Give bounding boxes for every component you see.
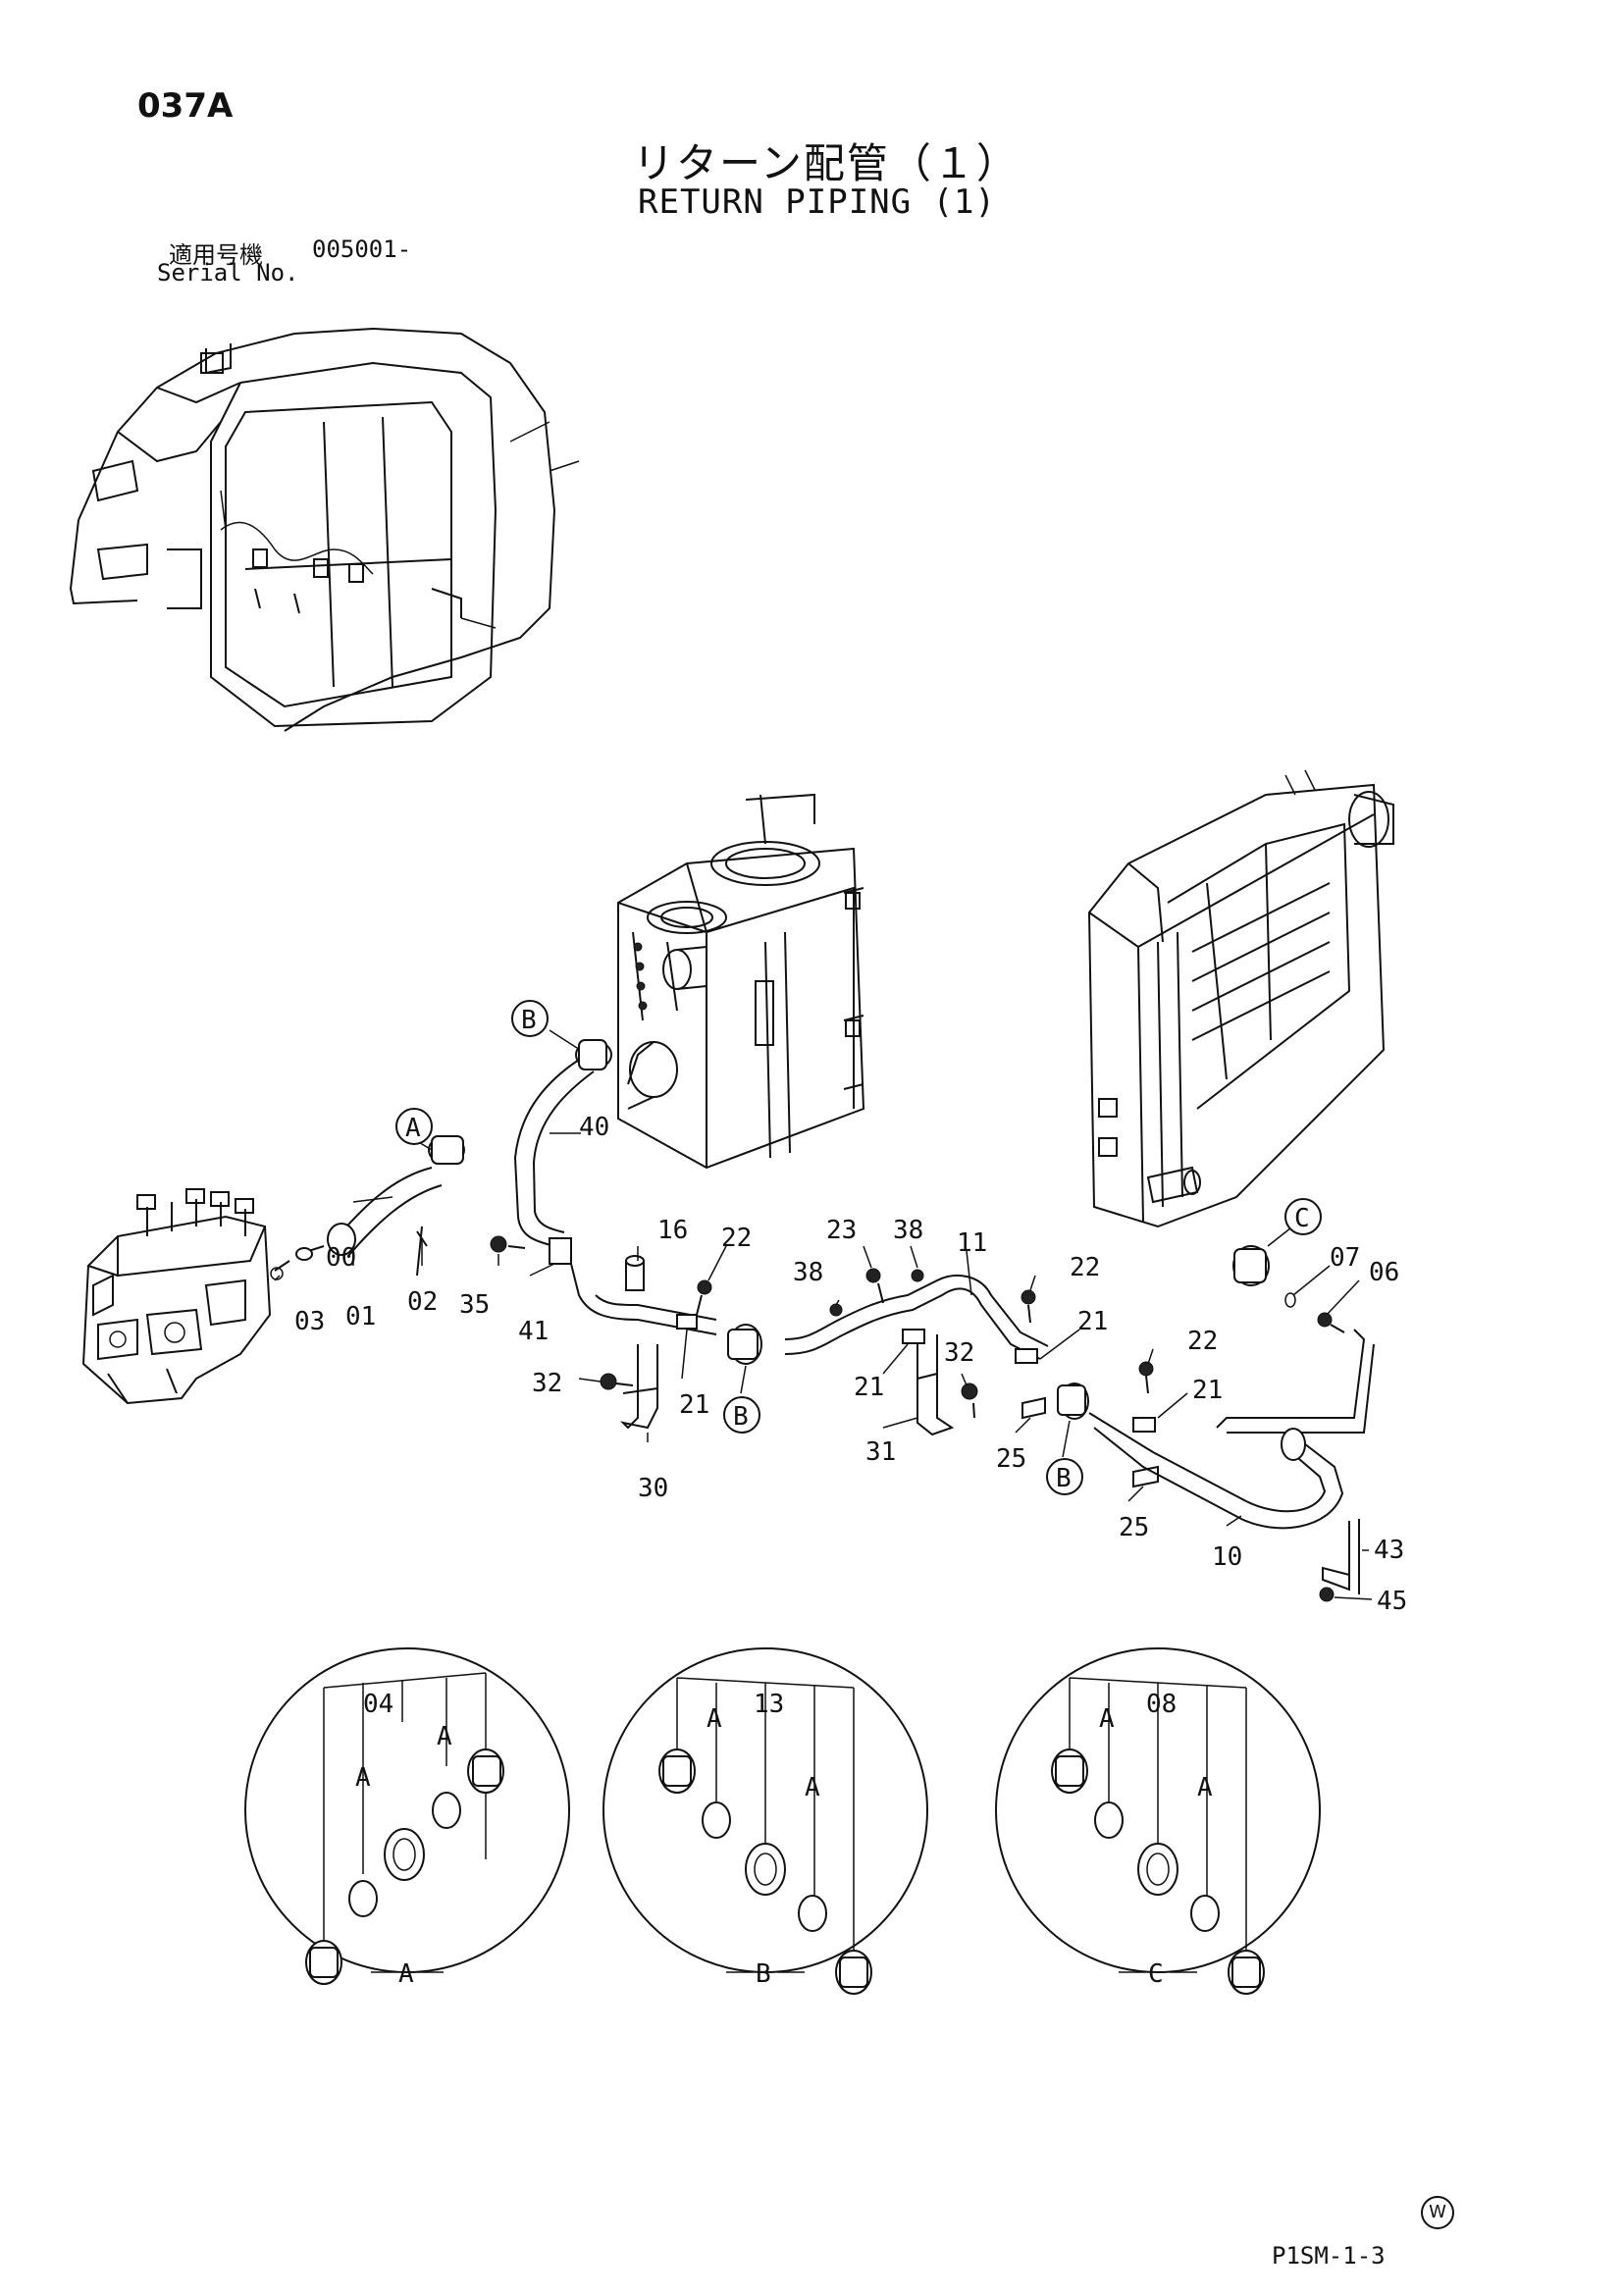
footer-code: P1SM-1-3 bbox=[1272, 2242, 1386, 2270]
page-code: 037A bbox=[137, 86, 234, 126]
detail-view-c: 08 A A C bbox=[995, 1647, 1321, 1995]
circle-references: A B B B C bbox=[395, 1000, 1322, 1495]
serial-label: Serial No. bbox=[157, 259, 299, 287]
leader-lines bbox=[274, 1029, 1373, 1600]
callout-06: 06 bbox=[1369, 1258, 1399, 1287]
callout-02: 02 bbox=[407, 1287, 438, 1317]
detail-a-sub-right: A bbox=[437, 1722, 452, 1751]
detail-a-label: A bbox=[398, 1959, 414, 1989]
detail-c-sub-left: A bbox=[1099, 1704, 1115, 1734]
detail-view-b: 13 A A B bbox=[602, 1647, 928, 1995]
callout-25-a: 25 bbox=[996, 1444, 1026, 1474]
callout-03: 03 bbox=[294, 1307, 325, 1336]
detail-c-label: C bbox=[1148, 1959, 1164, 1989]
detail-b-sub-right: A bbox=[805, 1773, 820, 1802]
callout-43: 43 bbox=[1374, 1536, 1404, 1565]
circle-ref-b-center: B bbox=[733, 1402, 749, 1432]
callout-21-c: 21 bbox=[1077, 1307, 1108, 1336]
circle-ref-b-top: B bbox=[521, 1006, 537, 1035]
callout-32-b: 32 bbox=[944, 1338, 974, 1368]
detail-view-a: 04 A A A bbox=[244, 1647, 570, 1989]
page-title: RETURN PIPING (1) bbox=[638, 183, 996, 222]
callout-40: 40 bbox=[579, 1113, 609, 1142]
control-valve-illustration bbox=[81, 1188, 272, 1405]
callout-38-b: 38 bbox=[893, 1216, 923, 1245]
circle-ref-b-right: B bbox=[1056, 1464, 1072, 1493]
detail-b-kit-number: 13 bbox=[754, 1690, 784, 1719]
callout-32-a: 32 bbox=[532, 1369, 562, 1398]
callout-41: 41 bbox=[518, 1317, 549, 1346]
callout-21-a: 21 bbox=[679, 1390, 709, 1420]
callout-31: 31 bbox=[865, 1437, 896, 1467]
oil-cooler-illustration bbox=[1087, 769, 1394, 1228]
detail-b-sub-left: A bbox=[707, 1704, 722, 1734]
callout-23: 23 bbox=[826, 1216, 857, 1245]
callout-22-a: 22 bbox=[721, 1224, 752, 1253]
serial-label-japanese: 適用号機 bbox=[169, 241, 263, 269]
callout-01: 01 bbox=[345, 1302, 376, 1331]
callout-25-b: 25 bbox=[1119, 1513, 1149, 1542]
machine-overview-illustration bbox=[69, 327, 580, 732]
callout-00: 00 bbox=[326, 1243, 356, 1273]
callout-21-b: 21 bbox=[854, 1373, 884, 1402]
circle-ref-a: A bbox=[405, 1114, 421, 1143]
return-pipe-assembly bbox=[270, 1039, 1375, 1602]
page-title-japanese: リターン配管（１） bbox=[633, 139, 1020, 187]
circle-ref-c: C bbox=[1294, 1204, 1310, 1233]
callout-labels: 00 01 02 03 35 41 40 16 22 23 38 38 11 3… bbox=[294, 1113, 1407, 1616]
w-mark-icon: W bbox=[1421, 2196, 1454, 2229]
detail-c-sub-right: A bbox=[1197, 1773, 1213, 1802]
callout-22-c: 22 bbox=[1187, 1327, 1218, 1356]
callout-22-b: 22 bbox=[1070, 1253, 1100, 1282]
detail-c-kit-number: 08 bbox=[1146, 1690, 1177, 1719]
detail-b-label: B bbox=[756, 1959, 771, 1989]
callout-11: 11 bbox=[957, 1228, 987, 1258]
detail-a-sub-left: A bbox=[355, 1763, 371, 1793]
serial-number-value: 005001- bbox=[312, 235, 412, 263]
hydraulic-tank-illustration bbox=[617, 793, 865, 1170]
callout-07: 07 bbox=[1330, 1243, 1360, 1273]
detail-a-kit-number: 04 bbox=[363, 1690, 393, 1719]
callout-21-d: 21 bbox=[1192, 1376, 1223, 1405]
callout-38-a: 38 bbox=[793, 1258, 823, 1287]
callout-30: 30 bbox=[638, 1474, 668, 1503]
callout-16: 16 bbox=[657, 1216, 688, 1245]
callout-10: 10 bbox=[1212, 1542, 1242, 1572]
callout-35: 35 bbox=[459, 1290, 490, 1320]
callout-45: 45 bbox=[1377, 1587, 1407, 1616]
